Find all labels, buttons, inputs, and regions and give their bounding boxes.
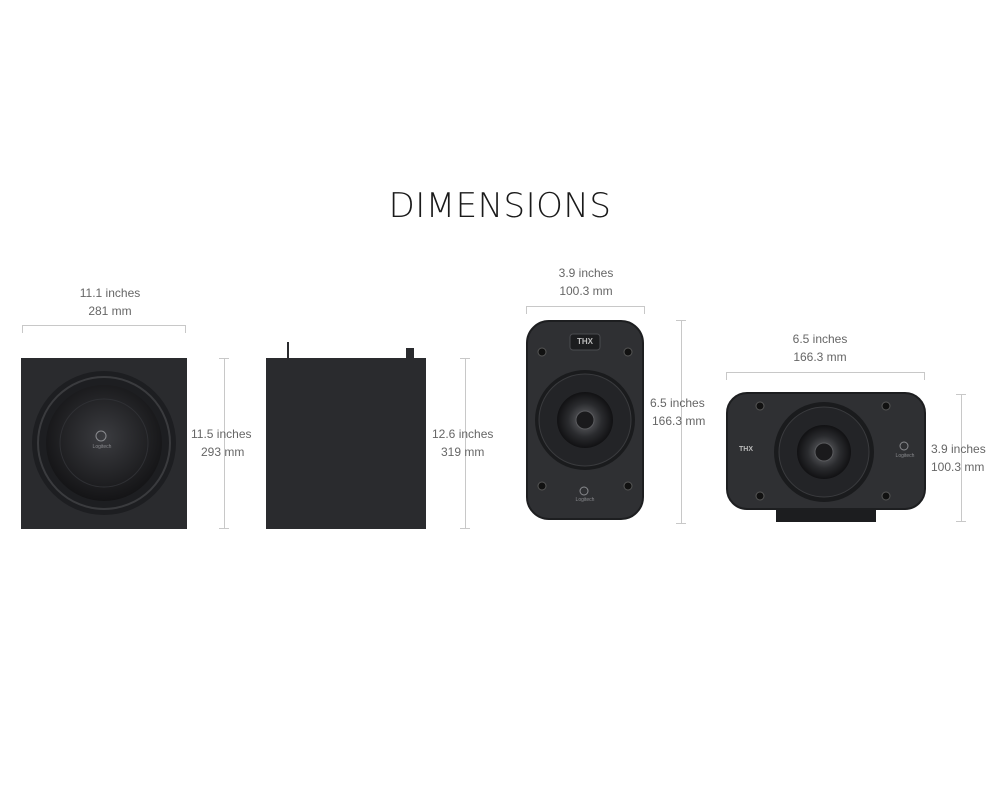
width-mm: 166.3 mm <box>793 350 847 364</box>
height-mm: 166.3 mm <box>652 414 706 428</box>
height-mm: 293 mm <box>201 445 245 459</box>
width-dimension-line <box>526 306 644 307</box>
satellite-height-label: 6.5 inches 166.3 mm <box>650 394 730 430</box>
subwoofer-side-height-label: 12.6 inches 319 mm <box>432 425 512 461</box>
width-mm: 281 mm <box>88 304 132 318</box>
height-mm: 100.3 mm <box>931 460 985 474</box>
page-title: DIMENSIONS <box>388 186 612 226</box>
satellite-width-label: 3.9 inches 100.3 mm <box>536 264 636 300</box>
subwoofer-front-width-label: 11.1 inches 281 mm <box>60 284 160 320</box>
width-dimension-line <box>726 372 925 373</box>
width-inches: 6.5 inches <box>792 332 848 346</box>
logo-text: Logitech <box>575 497 595 503</box>
height-dimension-line <box>681 320 682 524</box>
height-inches: 6.5 inches <box>650 396 705 410</box>
thx-badge: THX <box>577 337 593 346</box>
logo-text: Logitech <box>895 453 915 459</box>
height-mm: 319 mm <box>441 445 485 459</box>
height-dimension-line <box>224 358 225 529</box>
thx-badge: THX <box>739 446 753 453</box>
satellite-speaker-image: THX Logitech <box>526 320 644 520</box>
center-speaker-image: THX Logitech <box>726 392 926 524</box>
width-inches: 3.9 inches <box>558 266 614 280</box>
subwoofer-front-height-label: 11.5 inches 293 mm <box>191 425 271 461</box>
height-inches: 3.9 inches <box>931 442 986 456</box>
width-mm: 100.3 mm <box>559 284 613 298</box>
width-dimension-line <box>22 325 186 326</box>
height-inches: 12.6 inches <box>432 427 494 441</box>
logo-text: Logitech <box>92 444 112 450</box>
width-inches: 11.1 inches <box>79 286 141 300</box>
height-dimension-line <box>961 394 962 522</box>
height-inches: 11.5 inches <box>191 427 252 441</box>
center-height-label: 3.9 inches 100.3 mm <box>931 440 999 476</box>
center-width-label: 6.5 inches 166.3 mm <box>770 330 870 366</box>
height-dimension-line <box>465 358 466 529</box>
subwoofer-front-image: Logitech <box>21 358 187 529</box>
subwoofer-side-image <box>266 338 426 530</box>
